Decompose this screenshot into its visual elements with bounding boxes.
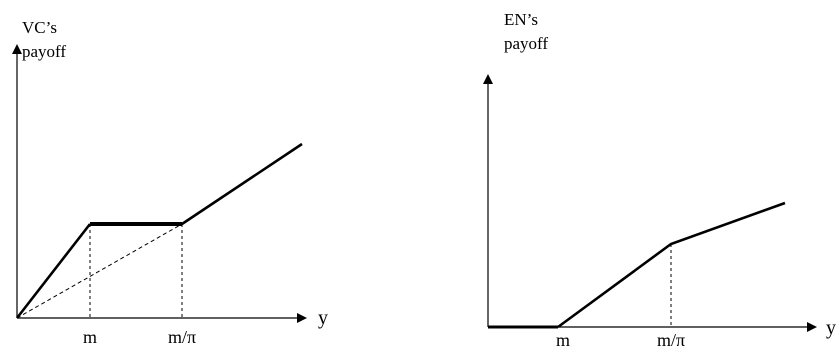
vc-payoff-upper-segment: [181, 142, 303, 226]
vc-ylabel-line1: VC’s: [22, 18, 57, 37]
en-payoff-panel: EN’s payoff y m m/π: [483, 10, 836, 350]
en-tick-m-over-pi: m/π: [657, 330, 685, 350]
en-ylabel-line2: payoff: [504, 34, 548, 53]
en-tick-m: m: [556, 330, 570, 350]
vc-payoff-curve: [15, 223, 92, 319]
en-ylabel-line1: EN’s: [504, 10, 538, 29]
vc-ylabel-line2: payoff: [22, 42, 66, 61]
vc-xlabel: y: [318, 307, 328, 329]
vc-tick-m-over-pi: m/π: [168, 327, 196, 347]
vc-dashed-diagonal: [16, 223, 183, 319]
en-xlabel: y: [826, 317, 836, 339]
en-payoff-curve: [557, 201, 786, 329]
vc-payoff-panel: VC’s payoff y m m/π: [12, 18, 328, 347]
vc-tick-m: m: [83, 327, 97, 347]
